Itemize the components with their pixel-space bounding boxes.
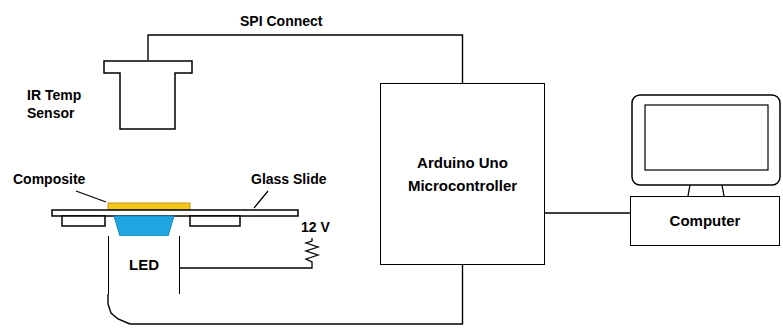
wire-connector	[545, 212, 630, 213]
sensor-shape: IR Temp Sensor	[103, 60, 193, 130]
computer-box: Computer	[630, 196, 780, 246]
monitor-frame	[632, 95, 780, 185]
sensor-outline	[103, 60, 193, 130]
leader-line	[254, 191, 268, 208]
monitor-screen	[645, 105, 768, 170]
node-label: Arduino Uno Microcontroller	[401, 151, 525, 198]
leader-line	[76, 191, 106, 202]
node-label: Computer	[670, 209, 741, 232]
part-label: Composite	[12, 171, 86, 187]
resistor-symbol	[180, 238, 318, 268]
controller-box: Arduino Uno Microcontroller	[380, 83, 545, 265]
slide-support	[62, 216, 105, 226]
node-label: LED	[129, 253, 159, 276]
monitor-stand	[688, 185, 690, 196]
glass-slide	[52, 210, 298, 216]
signal-label: SPI Connect	[239, 13, 323, 29]
slide-support	[190, 216, 240, 226]
voltage-label: 12 V	[300, 219, 331, 235]
led-dome	[114, 216, 174, 236]
part-label: Glass Slide	[250, 171, 327, 187]
composite-sample	[108, 203, 190, 210]
monitor-stand	[722, 185, 724, 196]
wire-connector	[148, 35, 463, 83]
sensor-label: IR Temp Sensor	[27, 86, 95, 122]
sensor-outline	[104, 61, 192, 129]
led-body: LED	[108, 236, 180, 294]
